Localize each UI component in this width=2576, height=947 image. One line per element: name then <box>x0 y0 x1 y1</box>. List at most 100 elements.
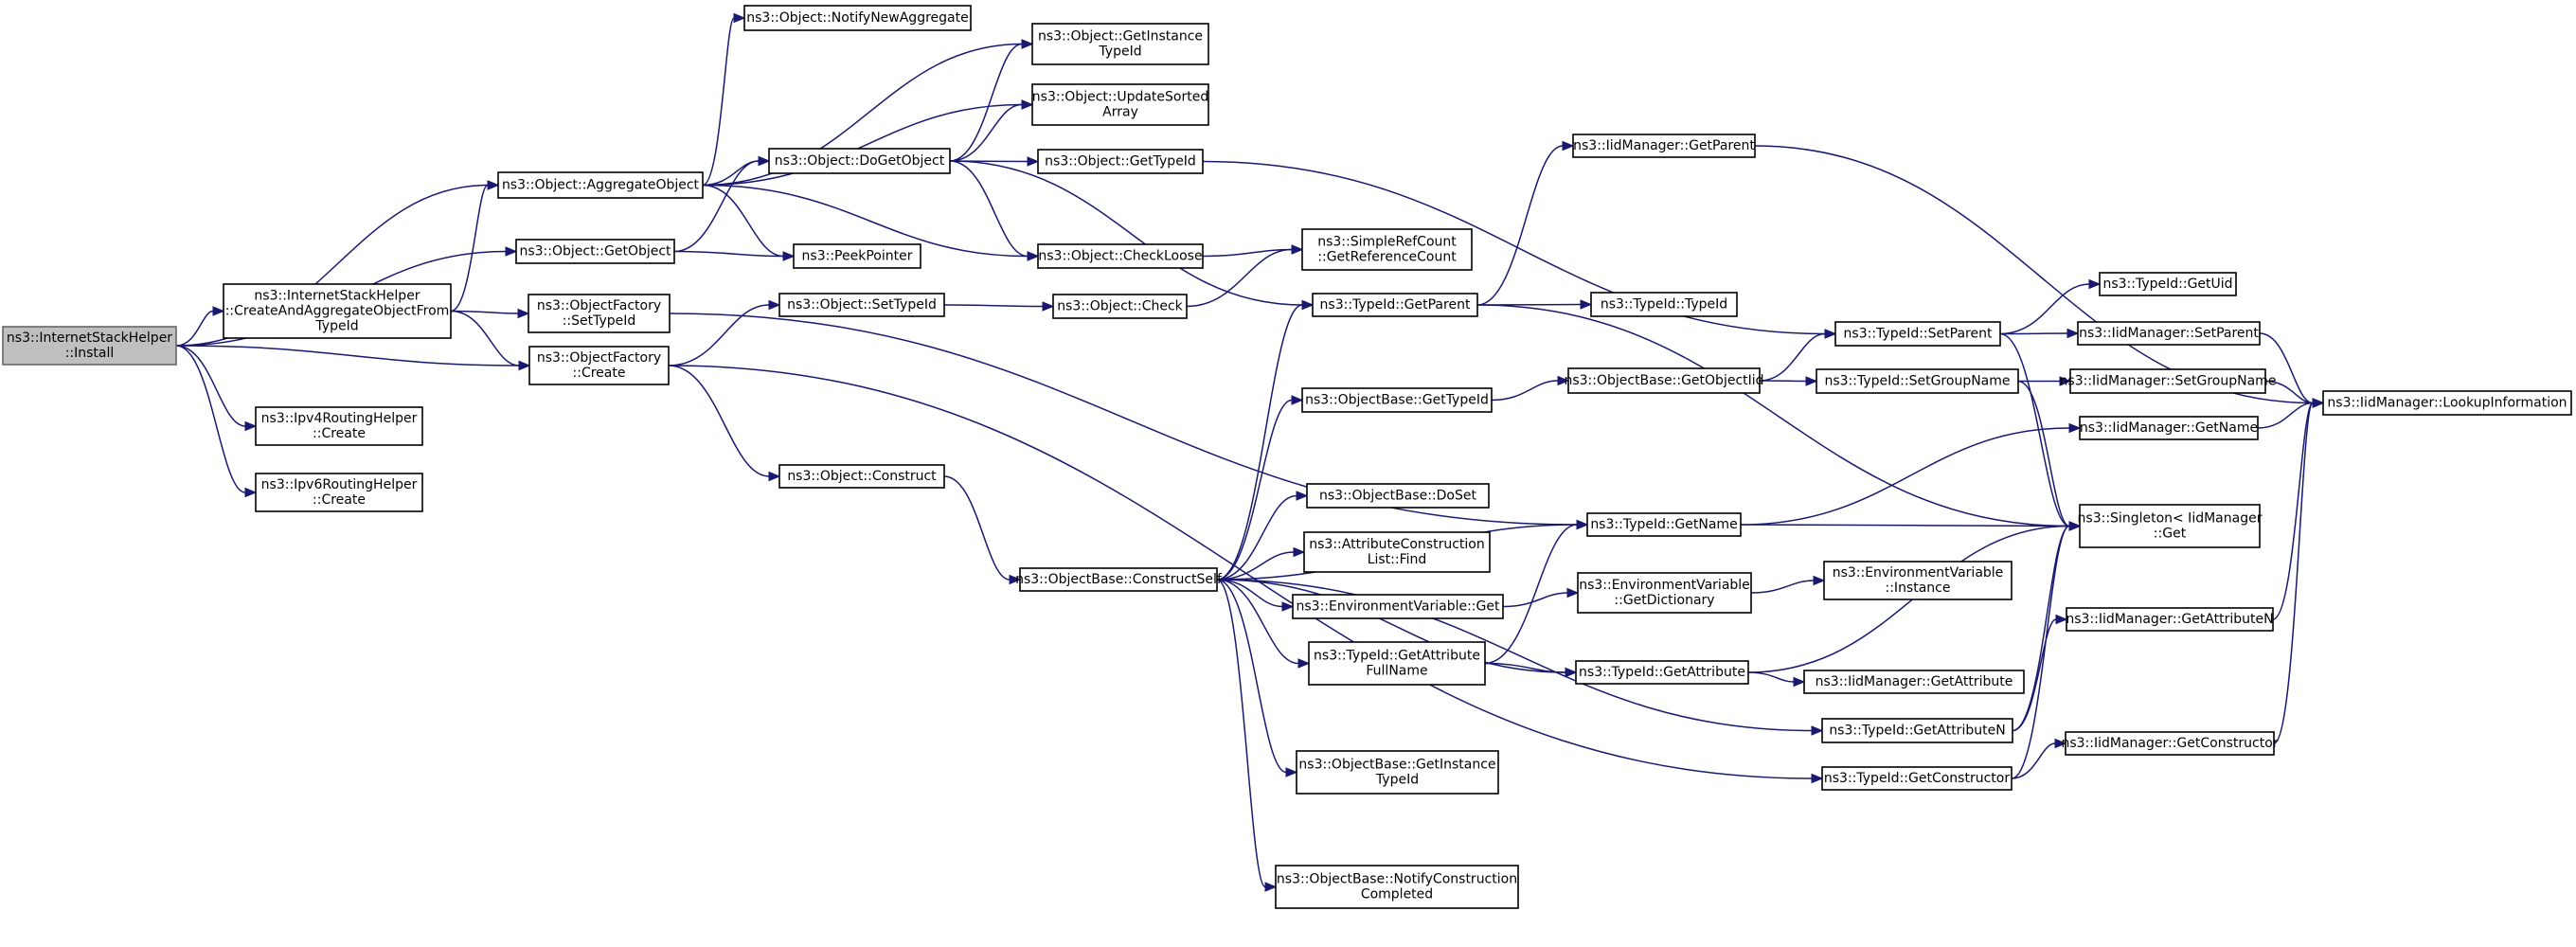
edge-line <box>673 160 760 253</box>
arrowhead <box>1021 99 1034 110</box>
node-label: ns3::Object::GetTypeId <box>1045 154 1196 170</box>
node-factoryCreate[interactable]: ns3::ObjectFactory::Create <box>528 346 670 385</box>
arrowhead <box>2059 376 2072 386</box>
node-getRefCount[interactable]: ns3::SimpleRefCount::GetReferenceCount <box>1301 228 1473 271</box>
node-checkLoose[interactable]: ns3::Object::CheckLoose <box>1037 243 1204 269</box>
edge-line <box>175 310 214 347</box>
node-tidGetParent[interactable]: ns3::TypeId::GetParent <box>1312 293 1478 317</box>
edge-tidGetConstructor-to-singletonGet <box>2011 521 2082 779</box>
arrowhead <box>212 306 225 316</box>
node-getObject[interactable]: ns3::Object::GetObject <box>515 239 675 264</box>
arrowhead <box>1042 301 1055 312</box>
edge-line <box>450 184 489 313</box>
node-tidSetParent[interactable]: ns3::TypeId::SetParent <box>1834 321 2001 347</box>
edge-obGetObjectIid-to-tidSetGroupName <box>1759 376 1818 386</box>
node-aggregate[interactable]: ns3::Object::AggregateObject <box>497 171 704 199</box>
node-objConstruct[interactable]: ns3::Object::Construct <box>778 464 945 489</box>
edge-line <box>1999 332 2070 527</box>
edge-constructSelf-to-obGetInstanceTypeId <box>1216 579 1298 777</box>
node-peekPointer[interactable]: ns3::PeekPointer <box>793 243 921 269</box>
node-iidSetGroupName[interactable]: ns3::IidManager::SetGroupName <box>2060 368 2277 394</box>
node-tidGetConstructor[interactable]: ns3::TypeId::GetConstructor <box>1821 766 2012 791</box>
node-iidGetParent[interactable]: ns3::IidManager::GetParent <box>1572 134 1756 158</box>
edge-line <box>1502 592 1568 608</box>
node-iidSetParent[interactable]: ns3::IidManager::SetParent <box>2077 321 2261 346</box>
node-singletonGet[interactable]: ns3::Singleton< IidManager::Get <box>2078 504 2263 548</box>
node-box <box>1834 321 2001 347</box>
arrowhead <box>1811 773 1824 784</box>
node-box <box>497 171 704 199</box>
node-doGetObject[interactable]: ns3::Object::DoGetObject <box>768 148 951 174</box>
node-label: ns3::Object::CheckLoose <box>1038 249 1202 264</box>
edge-tidGetName-to-singletonGet <box>1740 521 2082 531</box>
edge-install-to-factoryCreate <box>175 345 531 371</box>
node-createAgg[interactable]: ns3::InternetStackHelper::CreateAndAggre… <box>223 283 452 339</box>
node-envInstance[interactable]: ns3::EnvironmentVariable::Instance <box>1823 561 2012 600</box>
edge-line <box>702 184 784 258</box>
arrowhead <box>1566 587 1580 599</box>
node-iidLookup[interactable]: ns3::IidManager::LookupInformation <box>2322 390 2572 416</box>
node-obDoSet[interactable]: ns3::ObjectBase::DoSet <box>1306 483 1490 509</box>
node-factorySetTypeId[interactable]: ns3::ObjectFactory::SetTypeId <box>528 294 671 333</box>
node-constructSelf[interactable]: ns3::ObjectBase::ConstructSelf <box>1015 567 1223 592</box>
node-tidSetGroupName[interactable]: ns3::TypeId::SetGroupName <box>1816 368 2019 394</box>
node-tidGetAttribute[interactable]: ns3::TypeId::GetAttribute <box>1575 660 1749 685</box>
edge-tidSetParent-to-tidGetUid <box>1999 278 2102 335</box>
node-objSetTypeId[interactable]: ns3::Object::SetTypeId <box>778 293 945 317</box>
node-obGetObjectIid[interactable]: ns3::ObjectBase::GetObjectIid <box>1564 367 1764 394</box>
node-notifyNewAgg[interactable]: ns3::Object::NotifyNewAggregate <box>743 5 972 31</box>
edge-objCheck-to-getRefCount <box>1186 244 1304 308</box>
node-tidTypeId[interactable]: ns3::TypeId::TypeId <box>1590 292 1738 317</box>
arrowhead <box>1009 574 1022 585</box>
node-layer: ns3::InternetStackHelper::Installns3::Ob… <box>2 5 2572 909</box>
node-install[interactable]: ns3::InternetStackHelper::Install <box>2 326 177 366</box>
node-box <box>223 283 452 339</box>
edge-line <box>2259 332 2314 404</box>
node-objGetTypeId[interactable]: ns3::Object::GetTypeId <box>1037 149 1204 174</box>
node-box <box>2099 272 2237 296</box>
node-box <box>1301 387 1493 413</box>
node-iidGetName[interactable]: ns3::IidManager::GetName <box>2079 416 2259 440</box>
node-box <box>2077 321 2261 346</box>
node-envGetDict[interactable]: ns3::EnvironmentVariable::GetDictionary <box>1577 572 1752 614</box>
edge-line <box>949 43 1023 162</box>
edge-line <box>668 365 1813 779</box>
edge-iidGetAttributeN-to-iidLookup <box>2272 398 2325 620</box>
edge-tidSetGroupName-to-iidSetGroupName <box>2018 376 2072 386</box>
node-label: ns3::ObjectBase::NotifyConstruction <box>1277 872 1517 887</box>
edge-line <box>1216 551 1295 581</box>
node-tidGetUid[interactable]: ns3::TypeId::GetUid <box>2099 272 2237 296</box>
arrowhead <box>1565 667 1578 678</box>
node-tidGetName[interactable]: ns3::TypeId::GetName <box>1586 512 1742 537</box>
edge-line <box>1491 380 1559 402</box>
node-tidGetAttributeN[interactable]: ns3::TypeId::GetAttributeN <box>1821 718 2013 743</box>
node-box <box>1575 660 1749 685</box>
node-box <box>1306 483 1490 509</box>
node-obGetTypeId[interactable]: ns3::ObjectBase::GetTypeId <box>1301 387 1493 413</box>
node-iidGetAttribute[interactable]: ns3::IidManager::GetAttribute <box>1803 670 2025 694</box>
node-box <box>2066 607 2274 632</box>
node-label: ns3::TypeId::GetAttribute <box>1314 649 1480 664</box>
node-label: ns3::TypeId::GetAttributeN <box>1829 724 2005 739</box>
edge-line <box>1999 332 2068 335</box>
node-iidGetConstructor[interactable]: ns3::IidManager::GetConstructor <box>2061 731 2279 756</box>
edge-line <box>702 103 1023 187</box>
node-box <box>2069 368 2266 394</box>
node-label: ns3::IidManager::GetConstructor <box>2061 736 2278 751</box>
edge-line <box>668 304 770 366</box>
node-ipv6Create[interactable]: ns3::Ipv6RoutingHelper::Create <box>255 473 423 512</box>
node-iidGetAttributeN[interactable]: ns3::IidManager::GetAttributeN <box>2066 607 2274 632</box>
edge-line <box>175 345 520 366</box>
node-obNotifyConstruction[interactable]: ns3::ObjectBase::NotifyConstructionCompl… <box>1275 865 1519 909</box>
node-envGet[interactable]: ns3::EnvironmentVariable::Get <box>1292 594 1504 619</box>
edge-getObject-to-peekPointer <box>673 250 796 261</box>
node-ipv4Create[interactable]: ns3::Ipv4RoutingHelper::Create <box>255 406 423 446</box>
edge-tidGetConstructor-to-iidGetConstructor <box>2011 738 2067 779</box>
node-objCheck[interactable]: ns3::Object::Check <box>1052 294 1188 319</box>
